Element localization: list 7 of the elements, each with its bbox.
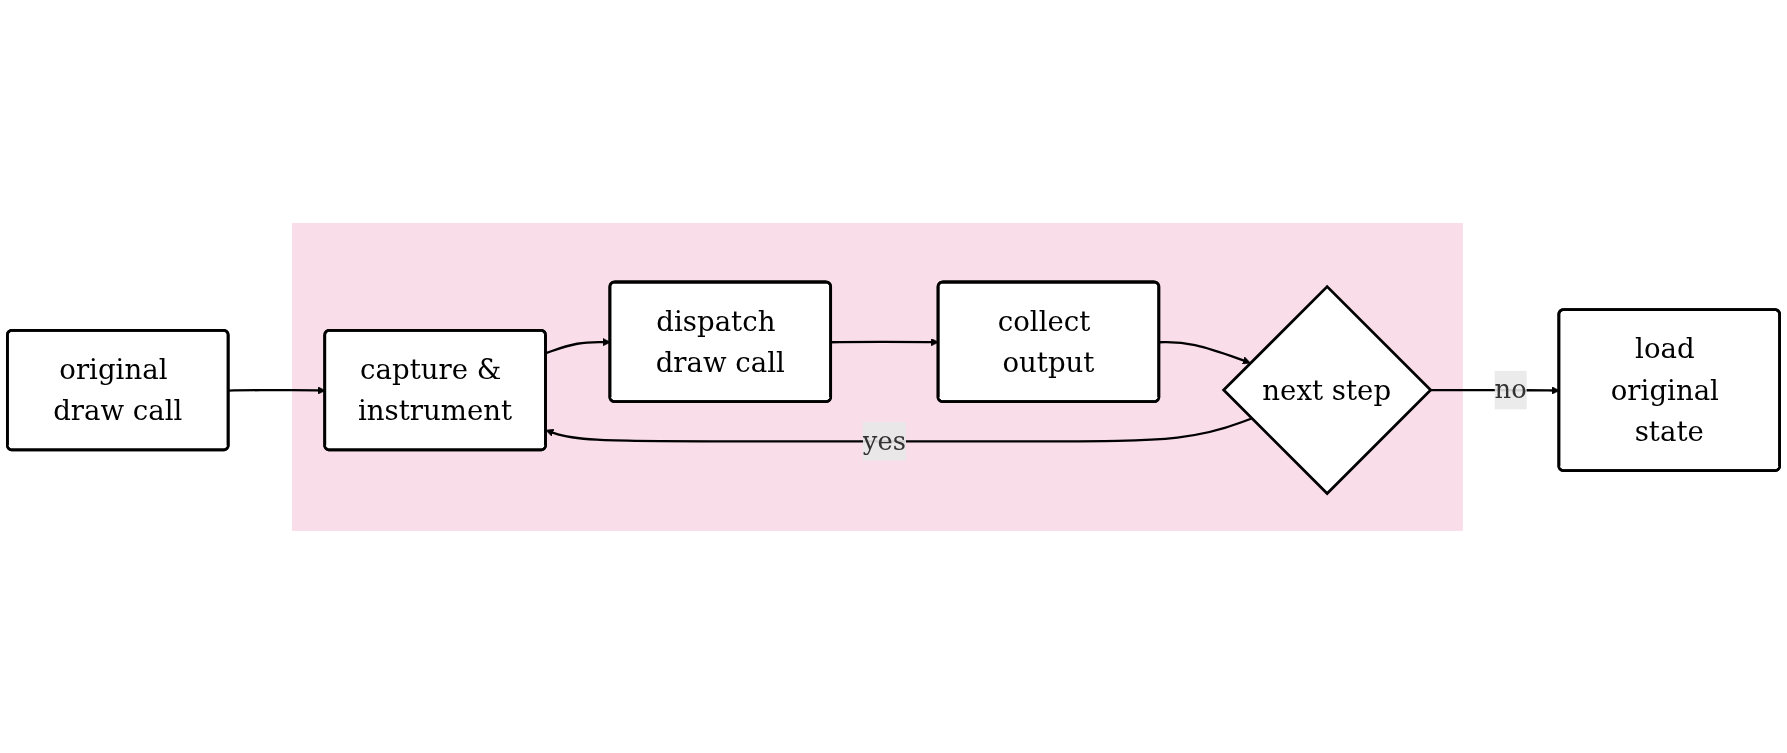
node-diamond: next step <box>1221 284 1433 496</box>
arrow <box>1159 340 1251 364</box>
cluster <box>292 222 1463 531</box>
edge-label: no <box>1494 374 1527 405</box>
edge-label: yes <box>862 425 906 456</box>
arrow <box>545 417 1252 443</box>
arrow <box>831 337 939 346</box>
